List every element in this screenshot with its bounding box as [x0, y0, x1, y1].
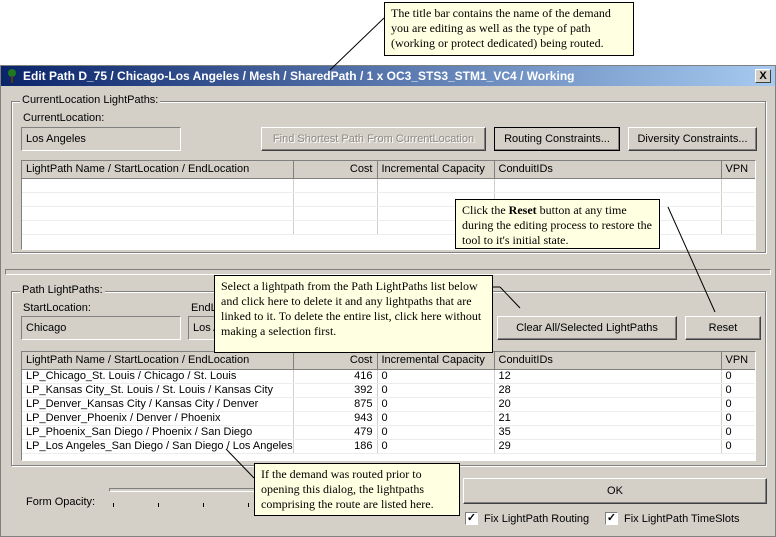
slider-tick: [203, 503, 204, 507]
routing-constraints-button[interactable]: Routing Constraints...: [494, 127, 620, 151]
fix-routing-check-icon[interactable]: ✓: [465, 512, 478, 525]
cell-vpn: 0: [721, 439, 755, 454]
cell-capacity: 0: [377, 439, 495, 454]
window-title: Edit Path D_75 / Chicago-Los Angeles / M…: [23, 69, 575, 83]
cell-vpn: 0: [721, 397, 755, 412]
table-row[interactable]: LP_Phoenix_San Diego / Phoenix / San Die…: [22, 425, 755, 440]
cell-capacity: 0: [377, 425, 495, 440]
callout-reset-post: button at any time during the editing pr…: [462, 203, 652, 247]
column-header-vpn[interactable]: VPN: [721, 161, 755, 179]
end-location-label: EndL: [191, 302, 217, 314]
ok-button[interactable]: OK: [463, 478, 767, 504]
cell-name: LP_Denver_Phoenix / Denver / Phoenix: [22, 411, 294, 426]
form-opacity-label: Form Opacity:: [26, 496, 96, 508]
cell-vpn: 0: [721, 425, 755, 440]
table-row[interactable]: LP_Chicago_St. Louis / Chicago / St. Lou…: [22, 369, 755, 384]
cell-conduits: 12: [494, 369, 722, 384]
column-header-conduits[interactable]: ConduitIDs: [494, 352, 722, 370]
fix-routing-label: Fix LightPath Routing: [484, 512, 590, 525]
splitter[interactable]: [5, 269, 771, 275]
callout-routed: If the demand was routed prior to openin…: [254, 463, 460, 516]
column-header-capacity[interactable]: Incremental Capacity: [377, 352, 495, 370]
table-row[interactable]: LP_Denver_Phoenix / Denver / Phoenix 943…: [22, 411, 755, 426]
callout-routed-text: If the demand was routed prior to openin…: [261, 467, 434, 511]
cell-cost: 875: [293, 397, 378, 412]
cell-name: LP_Kansas City_St. Louis / St. Louis / K…: [22, 383, 294, 398]
start-location-label: StartLocation:: [23, 302, 91, 314]
cell-vpn: 0: [721, 383, 755, 398]
clear-lightpaths-button[interactable]: Clear All/Selected LightPaths: [497, 316, 677, 340]
callout-title-bar: The title bar contains the name of the d…: [384, 2, 634, 56]
current-location-label: CurrentLocation:: [23, 112, 105, 124]
path-lightpaths-group-label: Path LightPaths:: [20, 284, 105, 296]
start-location-field[interactable]: Chicago: [21, 316, 181, 340]
cell-conduits: 28: [494, 383, 722, 398]
column-header-name[interactable]: LightPath Name / StartLocation / EndLoca…: [22, 161, 294, 179]
cell-name: LP_Denver_Kansas City / Kansas City / De…: [22, 397, 294, 412]
cell-vpn: 0: [721, 369, 755, 384]
diversity-constraints-button[interactable]: Diversity Constraints...: [628, 127, 757, 151]
slider-tick: [158, 503, 159, 507]
current-location-group: CurrentLocation LightPaths:: [11, 94, 766, 253]
empty-row: [22, 178, 755, 193]
callout-delete-text: Select a lightpath from the Path LightPa…: [221, 279, 482, 338]
table-row[interactable]: LP_Los Angeles_San Diego / San Diego / L…: [22, 439, 755, 454]
column-header-vpn[interactable]: VPN: [721, 352, 755, 370]
slider-tick: [248, 503, 249, 507]
cell-cost: 416: [293, 369, 378, 384]
title-bar[interactable]: Edit Path D_75 / Chicago-Los Angeles / M…: [1, 66, 775, 86]
cell-capacity: 0: [377, 383, 495, 398]
cell-capacity: 0: [377, 369, 495, 384]
cell-conduits: 21: [494, 411, 722, 426]
cell-capacity: 0: [377, 397, 495, 412]
current-location-group-label: CurrentLocation LightPaths:: [20, 94, 161, 106]
cell-name: LP_Phoenix_San Diego / Phoenix / San Die…: [22, 425, 294, 440]
cell-conduits: 35: [494, 425, 722, 440]
slider-tick: [113, 503, 114, 507]
fix-timeslots-label: Fix LightPath TimeSlots: [624, 512, 740, 525]
cell-conduits: 20: [494, 397, 722, 412]
path-lightpaths-table[interactable]: LightPath Name / StartLocation / EndLoca…: [21, 351, 756, 461]
fix-routing-checkbox[interactable]: ✓ Fix LightPath Routing: [465, 512, 589, 525]
column-header-cost[interactable]: Cost: [293, 352, 378, 370]
find-shortest-path-button[interactable]: Find Shortest Path From CurrentLocation: [261, 127, 486, 151]
cell-cost: 392: [293, 383, 378, 398]
cell-capacity: 0: [377, 411, 495, 426]
column-header-name[interactable]: LightPath Name / StartLocation / EndLoca…: [22, 352, 294, 370]
cell-vpn: 0: [721, 411, 755, 426]
callout-delete: Select a lightpath from the Path LightPa…: [214, 275, 493, 353]
cell-name: LP_Los Angeles_San Diego / San Diego / L…: [22, 439, 294, 454]
cell-cost: 186: [293, 439, 378, 454]
reset-button[interactable]: Reset: [685, 316, 761, 340]
table-header-row: LightPath Name / StartLocation / EndLoca…: [22, 161, 755, 179]
leader-line-title: [329, 17, 385, 71]
column-header-conduits[interactable]: ConduitIDs: [494, 161, 722, 179]
cell-cost: 479: [293, 425, 378, 440]
column-header-capacity[interactable]: Incremental Capacity: [377, 161, 495, 179]
close-button[interactable]: X: [755, 69, 771, 83]
column-header-cost[interactable]: Cost: [293, 161, 378, 179]
callout-reset-pre: Click the: [462, 203, 509, 217]
cell-name: LP_Chicago_St. Louis / Chicago / St. Lou…: [22, 369, 294, 384]
callout-reset-bold: Reset: [508, 203, 537, 217]
fix-timeslots-check-icon[interactable]: ✓: [605, 512, 618, 525]
tree-icon: [5, 69, 19, 83]
current-location-field[interactable]: Los Angeles: [21, 127, 181, 151]
fix-timeslots-checkbox[interactable]: ✓ Fix LightPath TimeSlots: [605, 512, 740, 525]
cell-conduits: 29: [494, 439, 722, 454]
table-row[interactable]: LP_Denver_Kansas City / Kansas City / De…: [22, 397, 755, 412]
callout-reset: Click the Reset button at any time durin…: [455, 199, 660, 249]
table-row[interactable]: LP_Kansas City_St. Louis / St. Louis / K…: [22, 383, 755, 398]
callout-title-bar-text: The title bar contains the name of the d…: [391, 6, 611, 50]
cell-cost: 943: [293, 411, 378, 426]
table-header-row: LightPath Name / StartLocation / EndLoca…: [22, 352, 755, 370]
